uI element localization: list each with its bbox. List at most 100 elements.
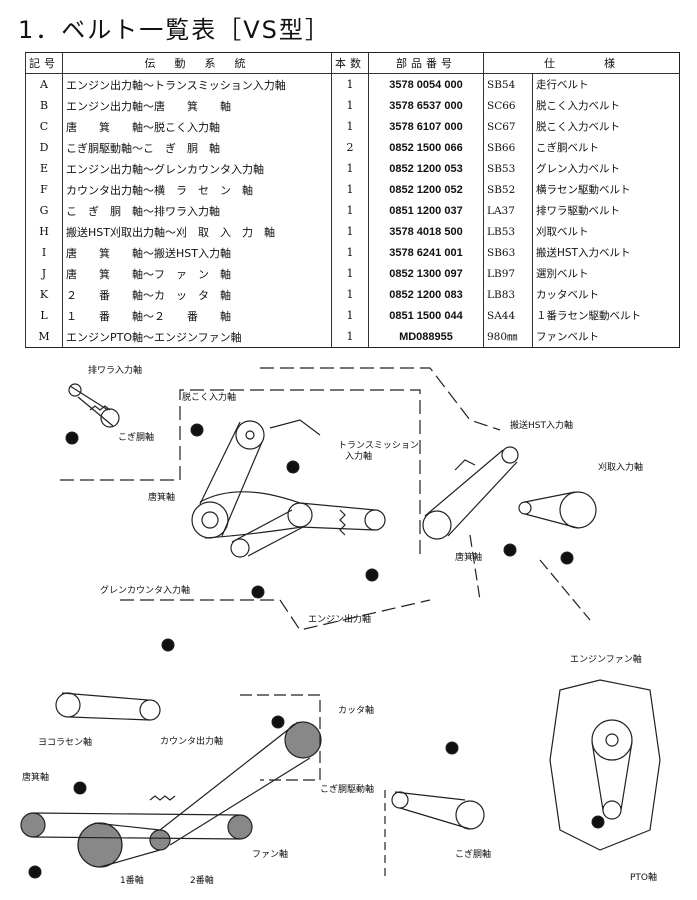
- cell-desc: 脱こく入力ベルト: [532, 116, 680, 137]
- pulley-hst: [501, 446, 519, 464]
- callout-m: M: [595, 818, 602, 827]
- label-mission-2: 入力軸: [345, 450, 372, 462]
- label-counter-out: カウンタ出力軸: [160, 735, 223, 747]
- cell-desc: 排ワラ駆動ベルト: [532, 200, 680, 221]
- spring-a: [339, 509, 346, 536]
- cell-route: こぎ胴駆動軸～こ ぎ 胴 軸: [62, 137, 332, 158]
- callout-circle-k: [271, 715, 285, 729]
- label-tomi-low: 唐箕軸: [22, 771, 49, 783]
- pulley-haiwara: [68, 383, 82, 397]
- lever-c: [269, 419, 321, 436]
- callout-k: K: [275, 718, 281, 727]
- cell-part: 0852 1300 097: [368, 263, 484, 284]
- callout-h: H: [564, 554, 570, 563]
- header-route: 伝 動 系 統: [62, 52, 332, 74]
- cell-desc: グレン入力ベルト: [532, 158, 680, 179]
- belt-g: [69, 385, 114, 427]
- label-tomi: 唐箕軸: [148, 491, 175, 503]
- cell-part: 3578 6107 000: [368, 116, 484, 137]
- cell-code: L: [25, 305, 63, 326]
- cell-spec: LB53: [483, 221, 533, 242]
- cell-spec: SA44: [483, 305, 533, 326]
- cell-code: M: [25, 326, 63, 348]
- cell-route: エンジン出力軸～唐 箕 軸: [62, 95, 332, 116]
- cell-part: 0852 1200 052: [368, 179, 484, 200]
- cell-spec: LA37: [483, 200, 533, 221]
- page-title: 1．ベルト一覧表［VS型］: [18, 16, 331, 44]
- cell-code: C: [25, 116, 63, 137]
- cell-qty: 1: [331, 221, 369, 242]
- cell-part: 3578 6241 001: [368, 242, 484, 263]
- cell-route: 唐 箕 軸～フ ァ ン 軸: [62, 263, 332, 284]
- cell-route: エンジンPTO軸～エンジンファン軸: [62, 326, 332, 348]
- cell-qty: 1: [331, 179, 369, 200]
- cell-desc: 搬送HST入力ベルト: [532, 242, 680, 263]
- cell-spec: SC67: [483, 116, 533, 137]
- cell-qty: 1: [331, 95, 369, 116]
- label-haiwara: 排ワラ入力軸: [88, 364, 142, 376]
- cell-qty: 1: [331, 242, 369, 263]
- label-ichiban: 1番軸: [120, 874, 144, 886]
- callout-d: D: [449, 744, 455, 753]
- belt-layout-diagram: 排ワラ入力軸 こぎ胴軸 脱こく入力軸 唐箕軸 トランスミッション 入力軸 グレン…: [20, 364, 661, 886]
- cell-spec: SB66: [483, 137, 533, 158]
- pulley-pto: [602, 800, 622, 820]
- belt-j: [32, 812, 241, 840]
- callout-circle-l: [73, 781, 87, 795]
- callout-circle-b: [286, 460, 300, 474]
- callout-circle-a: [365, 568, 379, 582]
- pulley-dakkoku: [235, 420, 265, 450]
- cell-desc: こぎ胴ベルト: [532, 137, 680, 158]
- label-pto: PTO軸: [630, 871, 657, 883]
- callout-g: G: [69, 434, 75, 443]
- cell-code: I: [25, 242, 63, 263]
- cell-route: ２ 番 軸～カ ッ タ 軸: [62, 284, 332, 305]
- label-kogidou-low: こぎ胴軸: [455, 848, 491, 860]
- cell-code: H: [25, 221, 63, 242]
- cell-qty: 1: [331, 263, 369, 284]
- cell-spec: SB52: [483, 179, 533, 200]
- cell-desc: ファンベルト: [532, 326, 680, 348]
- engine-body: [549, 679, 661, 851]
- pulley-engine-fan: [591, 719, 633, 761]
- cell-qty: 1: [331, 326, 369, 348]
- callout-circle-d: [445, 741, 459, 755]
- belt-f: [61, 692, 151, 721]
- belt-e: [231, 509, 306, 557]
- cell-qty: 2: [331, 137, 369, 158]
- pulley-kogidou-low: [455, 800, 485, 830]
- pulley-tomi: [191, 501, 229, 539]
- cell-desc: 刈取ベルト: [532, 221, 680, 242]
- label-engine-out: エンジン出力軸: [308, 613, 371, 625]
- cell-qty: 1: [331, 158, 369, 179]
- belt-h: [524, 491, 579, 529]
- hub-tomi: [201, 511, 219, 529]
- cell-qty: 1: [331, 73, 369, 95]
- callout-circle-e: [251, 585, 265, 599]
- label-dakkoku: 脱こく入力軸: [182, 391, 236, 403]
- pulley-karitori: [559, 491, 597, 529]
- callout-circle-i: [503, 543, 517, 557]
- pulley-fan: [227, 814, 253, 840]
- cell-desc: 脱こく入力ベルト: [532, 95, 680, 116]
- frame-outline: [60, 389, 421, 560]
- cell-spec: LB97: [483, 263, 533, 284]
- cell-part: 3578 6537 000: [368, 95, 484, 116]
- label-hst-in: 搬送HST入力軸: [510, 419, 573, 431]
- cell-desc: 選別ベルト: [532, 263, 680, 284]
- hub-dakkoku: [245, 430, 255, 440]
- cell-desc: １番ラセン駆動ベルト: [532, 305, 680, 326]
- cell-part: 0852 1200 053: [368, 158, 484, 179]
- callout-e: E: [255, 588, 260, 597]
- cell-spec: SB53: [483, 158, 533, 179]
- callout-a: A: [369, 571, 375, 580]
- spring-g: [89, 405, 111, 411]
- cell-route: １ 番 軸～２ 番 軸: [62, 305, 332, 326]
- belt-m: [591, 741, 633, 811]
